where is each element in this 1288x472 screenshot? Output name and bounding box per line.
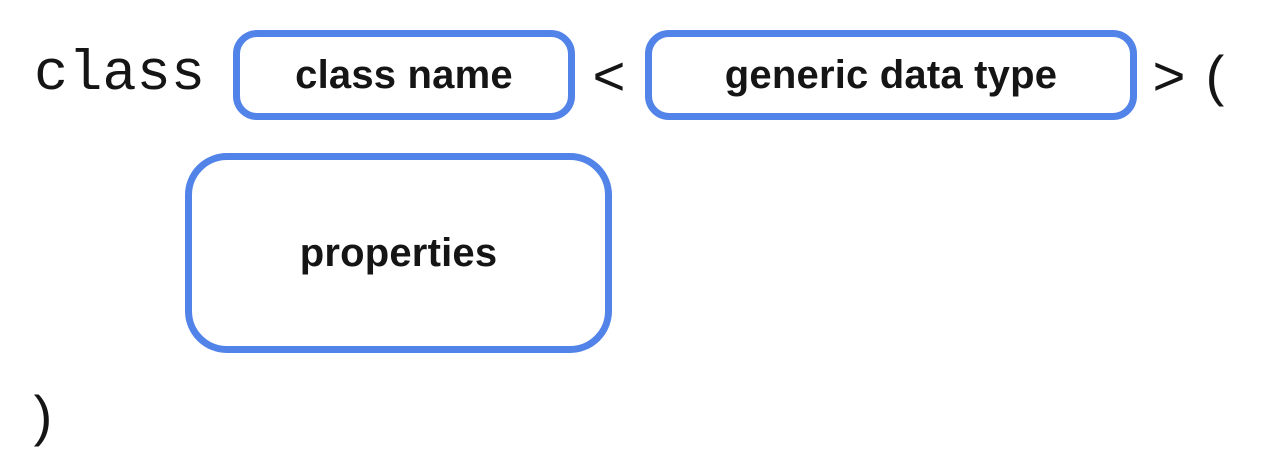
less-than-symbol: < [592,43,626,107]
class-keyword: class [34,43,206,107]
generic-data-type-label: generic data type [724,52,1058,97]
close-paren-symbol: ) [33,383,53,447]
greater-than-symbol: > [1152,43,1186,107]
open-paren-symbol: ( [1205,43,1225,107]
properties-label: properties [299,230,498,275]
properties-box: properties [185,153,612,353]
class-name-label: class name [295,52,513,97]
generic-data-type-box: generic data type [645,30,1137,120]
class-name-box: class name [233,30,575,120]
